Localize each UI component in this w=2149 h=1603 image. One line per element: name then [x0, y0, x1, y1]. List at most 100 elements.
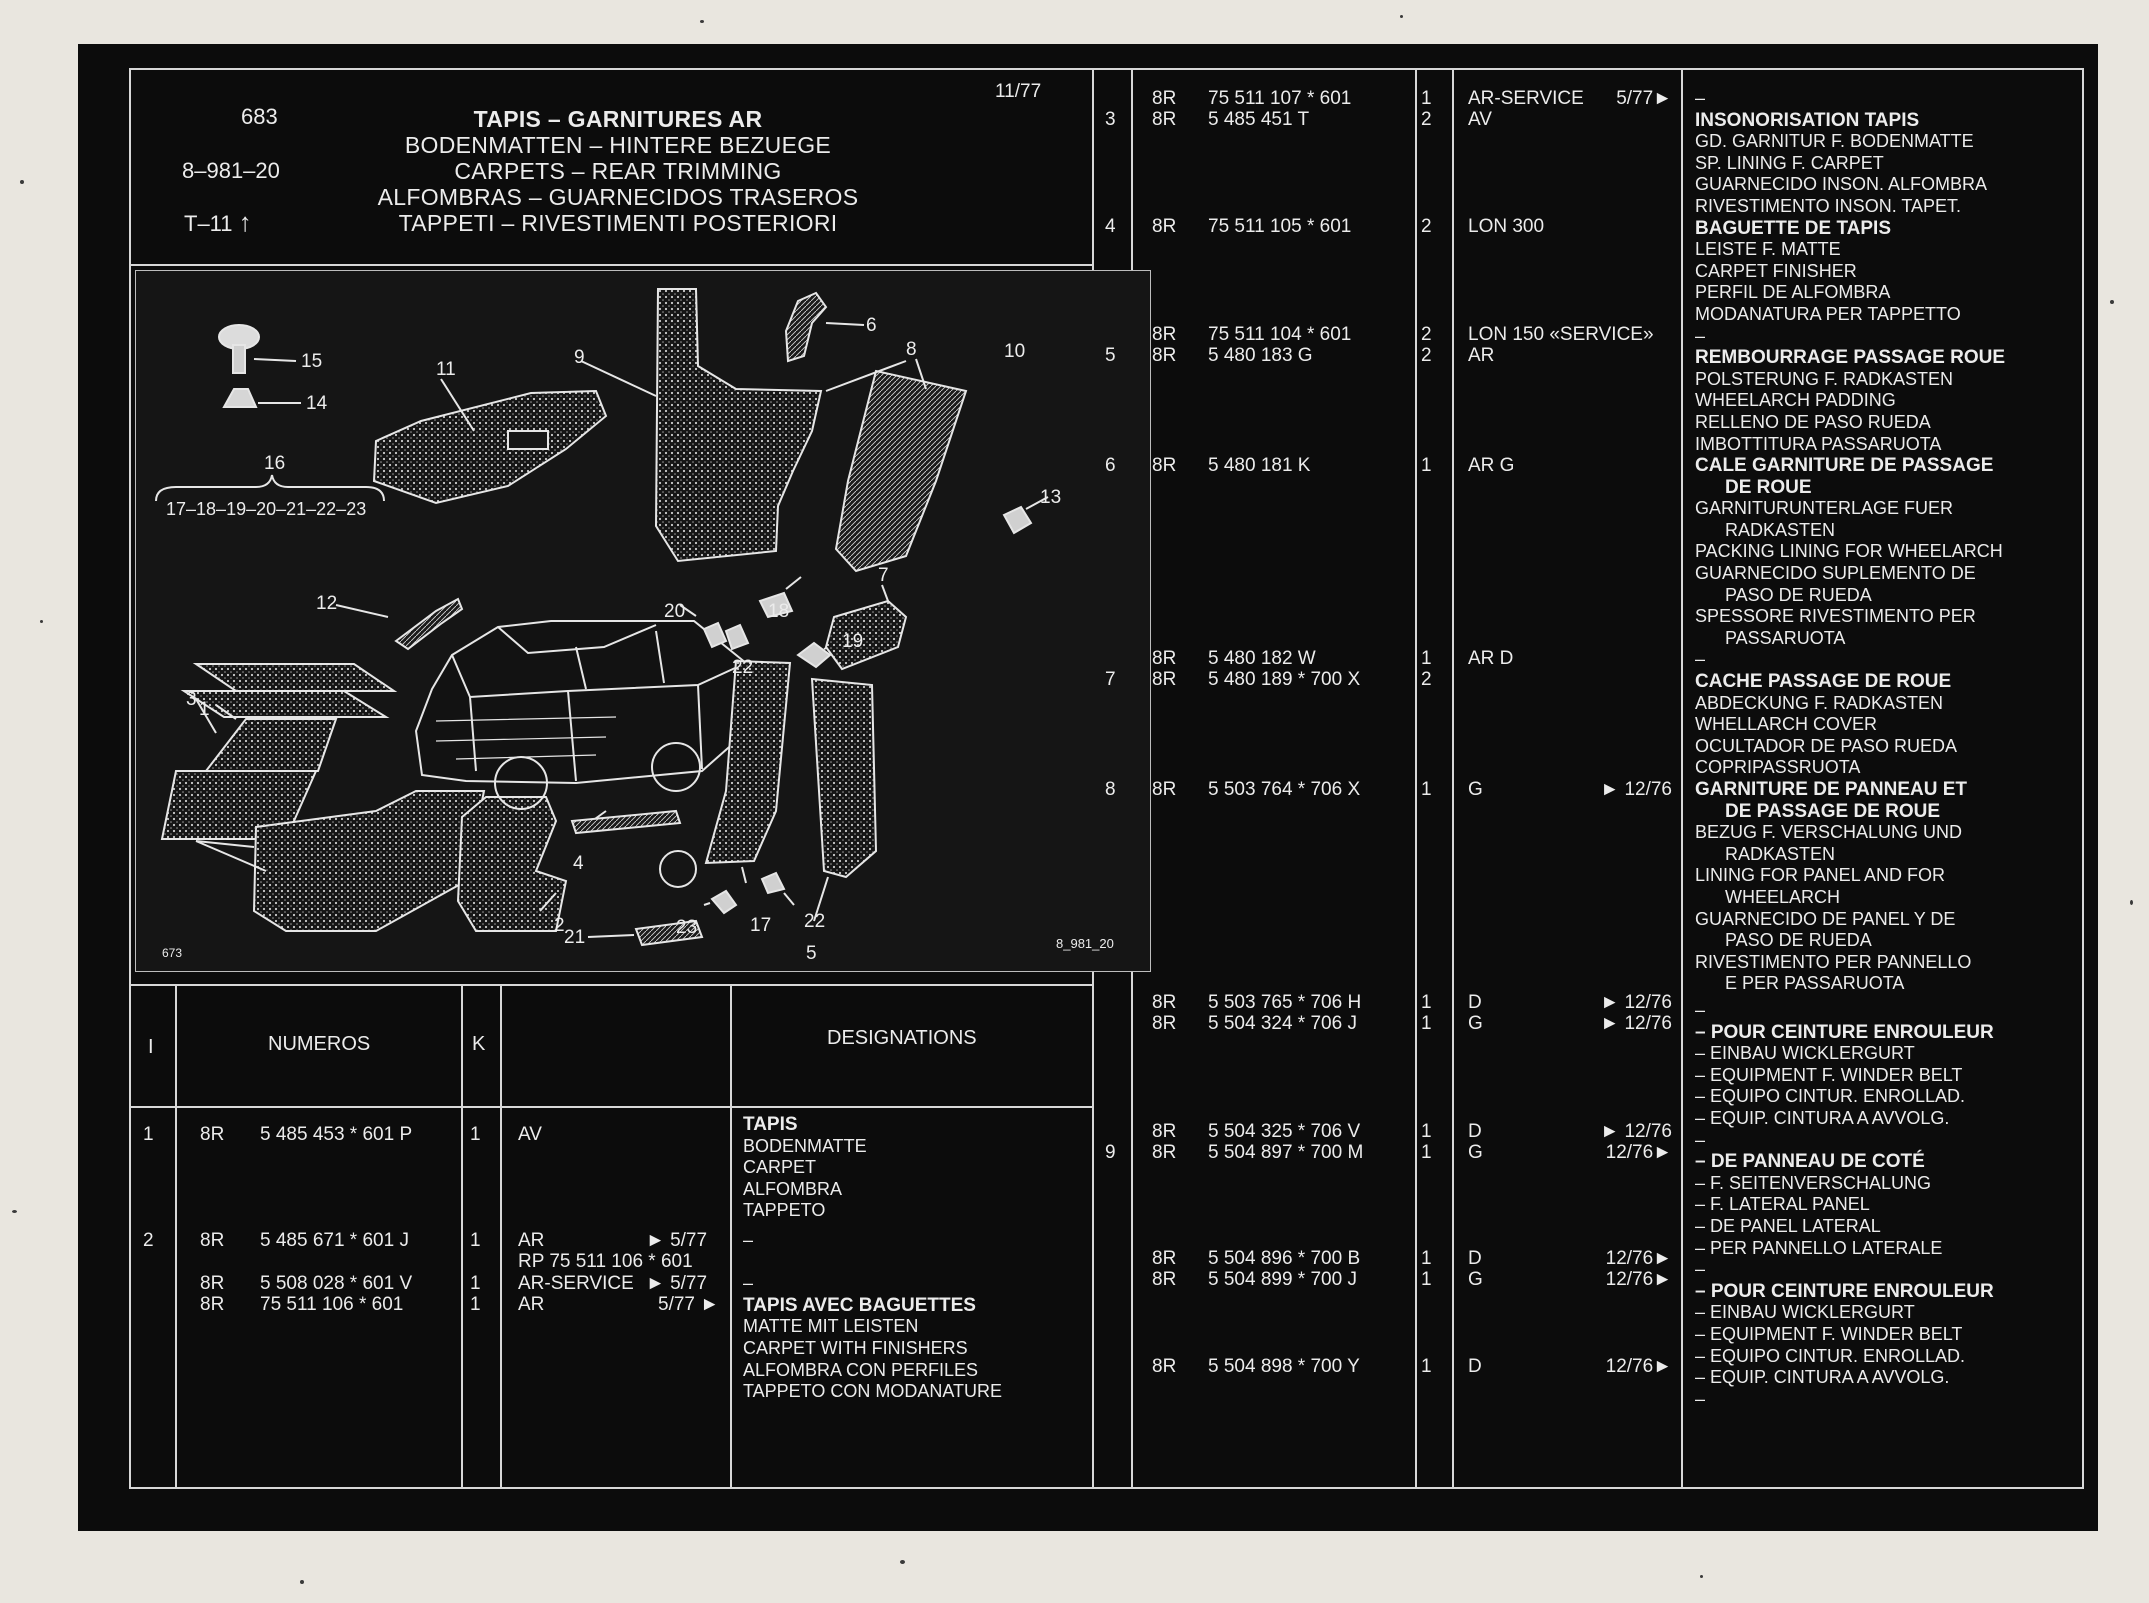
row-validity: ► 12/76 — [1600, 992, 1672, 1013]
designation-line: SP. LINING F. CARPET — [1695, 152, 1884, 173]
diagram-id-right: 8_981_20 — [1056, 936, 1114, 951]
designation-line — [743, 1252, 1002, 1274]
callout-label: 6 — [866, 315, 877, 336]
row-position: AR — [1468, 345, 1495, 366]
designation-line: CARPET — [743, 1157, 817, 1178]
designation-line: RELLENO DE PASO RUEDA — [1695, 411, 1931, 432]
row-validity: ► 5/77 — [646, 1230, 708, 1251]
part-number: 5 480 183 G — [1208, 345, 1313, 366]
designation-line: – — [1695, 1129, 1706, 1150]
designation-line: TAPIS — [743, 1114, 798, 1135]
row-position: AR D — [1468, 648, 1514, 669]
designation-line: CARPET WITH FINISHERS — [743, 1337, 968, 1358]
row-prefix: 8R — [1152, 109, 1177, 130]
callout-label: 22 — [732, 657, 754, 678]
designation-line: DE PASSAGE DE ROUE — [1725, 800, 1941, 822]
designation-line: – EQUIPMENT F. WINDER BELT — [1695, 1323, 1963, 1344]
row-prefix: 8R — [1152, 1142, 1177, 1163]
designation-line: BEZUG F. VERSCHALUNG UND — [1695, 822, 1963, 843]
row-qty: 2 — [1421, 216, 1432, 237]
row-index: 6 — [1105, 455, 1116, 476]
designation-line: E PER PASSARUOTA — [1725, 973, 1905, 994]
row-validity: 12/76► — [1605, 1356, 1672, 1377]
row-qty: 1 — [1421, 779, 1432, 800]
row-prefix: 8R — [1152, 779, 1177, 800]
row-qty: 1 — [1421, 992, 1432, 1013]
row-prefix: 8R — [1152, 1013, 1177, 1034]
callout-label: 12 — [316, 593, 338, 614]
designation-line: – EINBAU WICKLERGURT — [1695, 1043, 1915, 1064]
callout-label: 10 — [1004, 341, 1026, 362]
part-number: 5 504 325 * 706 V — [1208, 1121, 1361, 1142]
designation-line: SPESSORE RIVESTIMENTO PER — [1695, 606, 1976, 627]
row-prefix: 8R — [1152, 1121, 1177, 1142]
part-number: 75 511 104 * 601 — [1208, 324, 1352, 345]
row-qty: 1 — [470, 1124, 481, 1145]
designation-line: – — [743, 1230, 754, 1250]
designation-line: – DE PANEL LATERAL — [1695, 1215, 1881, 1236]
row-position: AR — [518, 1294, 545, 1315]
row-position: D — [1468, 1248, 1482, 1269]
designation-line: WHEELARCH — [1725, 886, 1841, 907]
designation-line: LINING FOR PANEL AND FOR — [1695, 865, 1946, 886]
row-prefix: 8R — [200, 1273, 225, 1294]
callout-label: 4 — [573, 853, 584, 874]
designation-line: PACKING LINING FOR WHEELARCH — [1695, 541, 2003, 562]
designation-line: – EQUIPO CINTUR. ENROLLAD. — [1695, 1345, 1966, 1366]
designation-line: – F. SEITENVERSCHALUNG — [1695, 1172, 1932, 1193]
designation-line: DE ROUE — [1725, 476, 1812, 498]
callout-label: 11 — [436, 359, 456, 380]
part-number: 75 511 107 * 601 — [1208, 88, 1352, 109]
page-number: 683 — [241, 104, 278, 129]
row-qty: 2 — [1421, 324, 1432, 345]
row-qty: 1 — [470, 1294, 481, 1315]
row-qty: 1 — [1421, 1121, 1432, 1142]
designation-line: CALE GARNITURE DE PASSAGE — [1695, 455, 1994, 477]
row-position: D — [1468, 1356, 1482, 1377]
designation-line: GUARNECIDO DE PANEL Y DE — [1695, 908, 1956, 929]
part-number: 5 480 182 W — [1208, 648, 1316, 669]
part-number: 5 504 899 * 700 J — [1208, 1269, 1357, 1290]
row-position: G — [1468, 1142, 1483, 1163]
designation-line: ALFOMBRA — [743, 1178, 843, 1199]
row-position: G — [1468, 779, 1483, 800]
designation-line: – — [1695, 325, 1706, 346]
designation-line: POLSTERUNG F. RADKASTEN — [1695, 368, 1954, 389]
row-validity: 5/77 ► — [658, 1294, 720, 1315]
row-prefix: 8R — [1152, 1269, 1177, 1290]
row-position: G — [1468, 1013, 1483, 1034]
row-index: 4 — [1105, 216, 1116, 237]
callout-label: 8 — [906, 339, 917, 360]
designation-line: – — [1695, 88, 1706, 108]
part-number: 5 485 453 * 601 P — [260, 1124, 413, 1145]
designation-line: – EQUIPO CINTUR. ENROLLAD. — [1695, 1086, 1966, 1107]
row-position: RP 75 511 106 * 601 — [518, 1251, 693, 1272]
callout-label: 21 — [564, 927, 586, 948]
row-qty: 1 — [1421, 1269, 1432, 1290]
row-qty: 1 — [1421, 1142, 1432, 1163]
part-number: 5 485 451 T — [1208, 109, 1310, 130]
designation-line: TAPPETO — [743, 1200, 826, 1221]
designation-block: –– POUR CEINTURE ENROULEUR– EINBAU WICKL… — [1695, 1000, 1994, 1410]
part-number: 5 503 765 * 706 H — [1208, 992, 1362, 1013]
designation-line: BAGUETTE DE TAPIS — [1695, 217, 1891, 239]
designation-line: – EINBAU WICKLERGURT — [1695, 1302, 1915, 1323]
row-prefix: 8R — [200, 1230, 225, 1251]
row-index: 2 — [143, 1230, 154, 1251]
row-qty: 1 — [1421, 88, 1432, 109]
col-header-k: K — [472, 1033, 486, 1055]
designation-line: COPRIPASSRUOTA — [1695, 757, 1861, 778]
callout-label: 13 — [1040, 487, 1062, 508]
designation-line: – EQUIP. CINTURA A AVVOLG. — [1695, 1367, 1950, 1388]
callout-label: 7 — [878, 565, 889, 586]
part-number: 5 503 764 * 706 X — [1208, 779, 1361, 800]
designation-line: RIVESTIMENTO PER PANNELLO — [1695, 951, 1972, 972]
row-prefix: 8R — [1152, 88, 1177, 109]
designation-line: MATTE MIT LEISTEN — [743, 1316, 919, 1337]
row-index: 5 — [1105, 345, 1116, 366]
designation-line: MODANATURA PER TAPPETTO — [1695, 303, 1961, 324]
designation-line: – — [743, 1273, 754, 1294]
callout-label: 16 — [264, 453, 286, 474]
designation-block: TAPIS BODENMATTE CARPET ALFOMBRA TAPPETO — [743, 1114, 867, 1222]
row-index: 3 — [1105, 109, 1116, 130]
